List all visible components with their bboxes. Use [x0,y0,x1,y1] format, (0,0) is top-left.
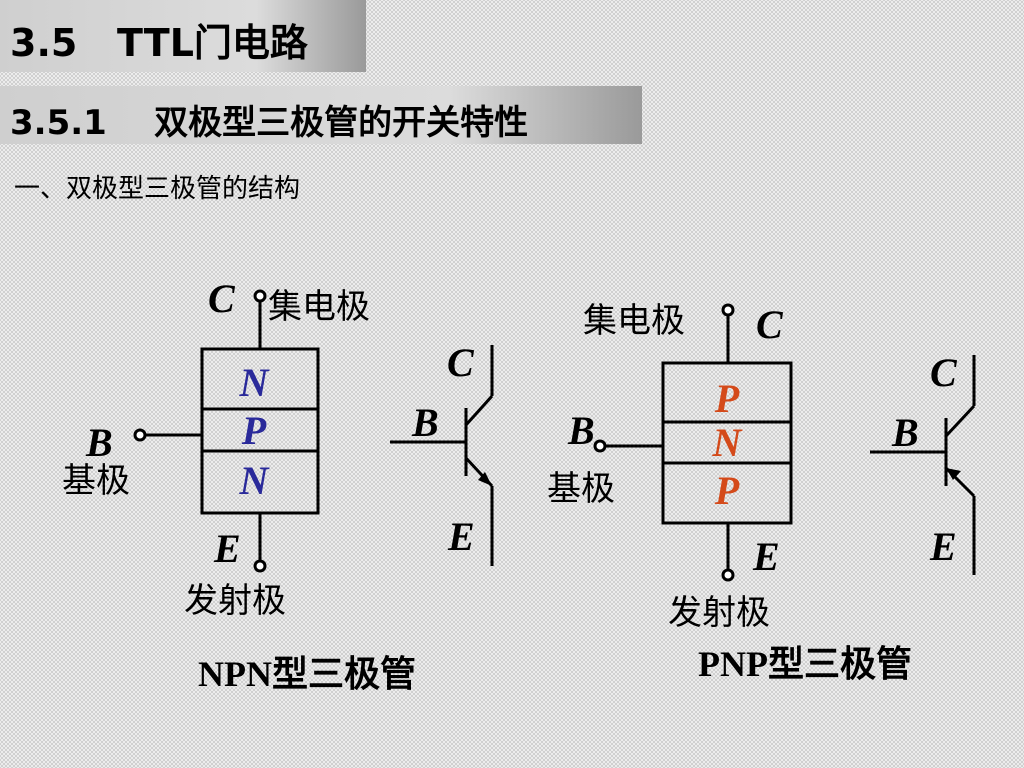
npn-symbol-collector-diag [464,394,494,427]
pnp-emitter-terminal [721,568,735,582]
npn-symbol-e-letter: E [447,514,475,559]
npn-emitter-letter: E [213,526,241,571]
pnp-base-terminal [593,439,607,453]
pnp-symbol-collector-diag [944,404,976,438]
npn-emitter-terminal [253,559,267,573]
pnp-layer-top: P [714,376,740,421]
pnp-caption: PNP型三极管 [698,644,912,684]
npn-layer-middle: P [241,408,267,453]
slide-subtitle: 3.5.1 双极型三极管的开关特性 [10,103,529,143]
title-bar: 3.5 TTL门电路 [0,0,366,72]
pnp-base-label: 基极 [547,469,615,509]
pnp-emitter-label: 发射极 [668,593,770,633]
npn-emitter-arrow-icon [478,472,492,486]
npn-symbol-c-letter: C [447,340,475,385]
npn-base-terminal [133,428,147,442]
pnp-symbol-e-letter: E [929,524,957,569]
npn-collector-terminal [253,289,267,303]
pnp-collector-terminal [721,303,735,317]
pnp-emitter-arrow-icon [946,468,961,480]
pnp-symbol-c-letter: C [930,350,958,395]
pnp-layer-middle: N [712,420,744,465]
npn-base-letter: B [85,420,113,465]
npn-base-label: 基极 [62,461,130,501]
pnp-collector-letter: C [756,302,784,347]
pnp-collector-label: 集电极 [583,301,685,341]
npn-layer-top: N [239,360,271,405]
subtitle-bar: 3.5.1 双极型三极管的开关特性 [0,86,642,144]
npn-symbol-b-letter: B [411,400,439,445]
pnp-base-letter: B [567,408,595,453]
pnp-layer-bottom: P [714,468,740,513]
npn-collector-letter: C [208,276,236,321]
slide-title: 3.5 TTL门电路 [10,21,308,65]
npn-emitter-label: 发射极 [184,581,286,621]
npn-collector-label: 集电极 [268,287,370,327]
pnp-symbol-b-letter: B [891,410,919,455]
pnp-emitter-letter: E [752,534,780,579]
npn-caption: NPN型三极管 [198,654,416,694]
npn-layer-bottom: N [239,458,271,503]
section-heading: 一、双极型三极管的结构 [14,174,301,204]
